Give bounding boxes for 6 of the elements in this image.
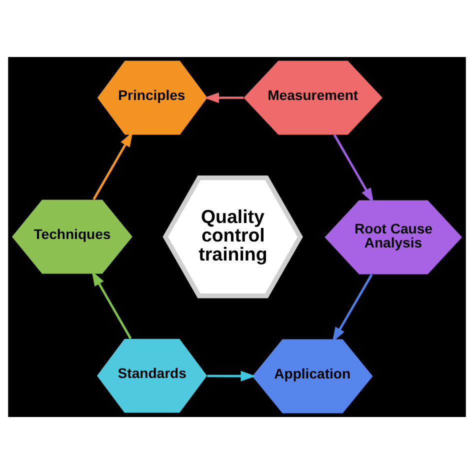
arrow (332, 274, 373, 342)
arrow (207, 370, 256, 382)
arrow (204, 92, 244, 103)
arrow (92, 132, 133, 200)
arrow (92, 270, 132, 340)
arrow (333, 134, 374, 204)
